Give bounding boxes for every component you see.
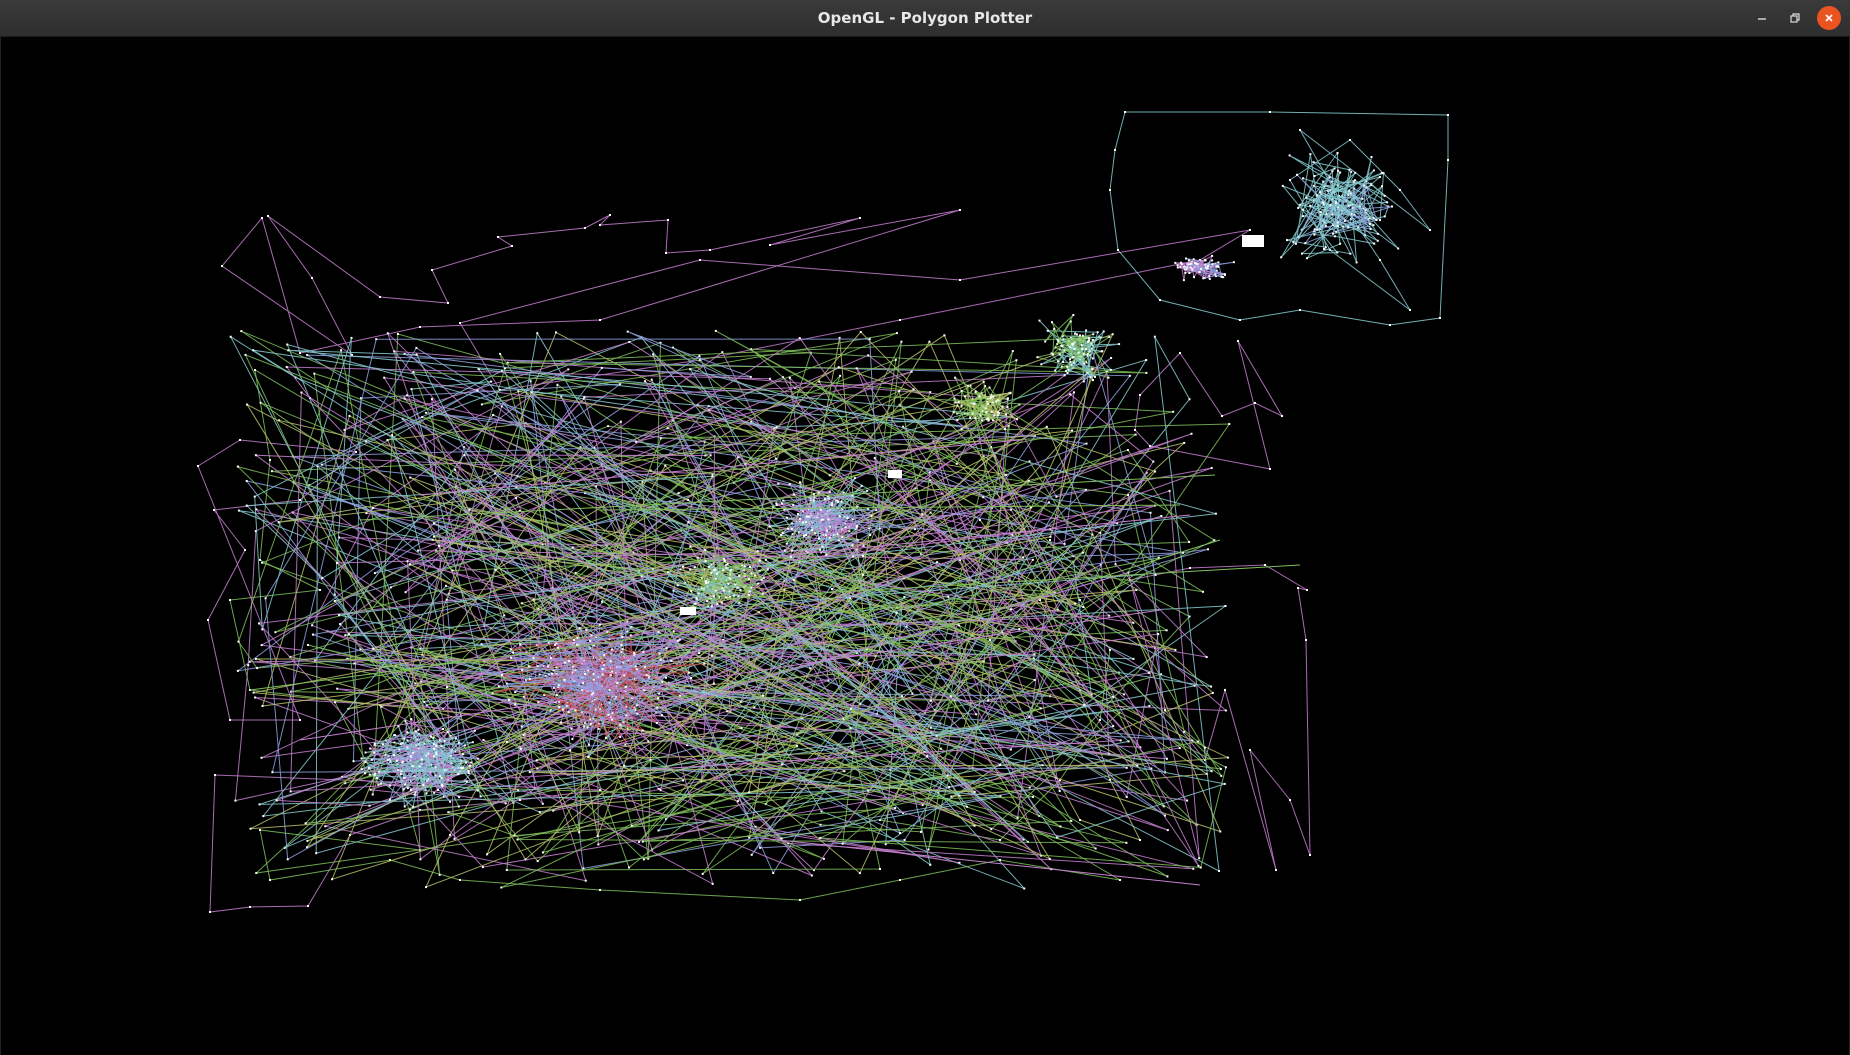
polygon-vertices — [1109, 111, 1449, 326]
maximize-button[interactable] — [1783, 6, 1807, 30]
polygon-edge — [359, 474, 1216, 521]
polygon-vertices — [497, 625, 668, 728]
polygon-vertices — [1302, 171, 1381, 264]
polygon-vertices — [264, 338, 1166, 861]
polygon-outline — [433, 336, 1220, 872]
polygon-outline — [257, 366, 1181, 868]
polygon-vertices — [952, 390, 998, 422]
window-title: OpenGL - Polygon Plotter — [817, 9, 1033, 27]
polygon-vertices — [601, 329, 1231, 828]
polygon-outline — [601, 330, 1231, 827]
polygon-edge — [899, 539, 1221, 641]
polygon-vertices — [348, 376, 1216, 889]
polygon-outline — [265, 338, 1166, 861]
polygon-outline — [667, 560, 742, 607]
polygon-vertices — [248, 341, 1189, 851]
dense-vertex-blob — [680, 607, 696, 615]
polygon-outline — [229, 335, 1029, 843]
polygon-edge — [249, 604, 891, 691]
polygon-edge — [739, 514, 1191, 561]
polygon-vertices — [1134, 340, 1283, 470]
polygon-vertices — [667, 559, 742, 608]
polygon-edge — [419, 439, 1021, 496]
polygon-outline — [229, 369, 1121, 901]
polygon-vertices — [381, 720, 479, 792]
minimize-button[interactable] — [1750, 6, 1774, 30]
polygon-outline — [334, 404, 1121, 837]
polygon-outline — [197, 439, 358, 721]
polygon-edge — [759, 837, 1201, 886]
polygon-vertices — [514, 627, 701, 729]
polygon-outline — [372, 333, 1191, 850]
close-icon — [1825, 14, 1833, 22]
dense-vertex-blob — [888, 470, 902, 478]
polygon-edge — [299, 609, 1161, 741]
polygon-vertices — [237, 349, 1056, 876]
opengl-canvas[interactable] — [0, 37, 1850, 1055]
restore-icon — [1790, 13, 1800, 23]
polygon-outline — [370, 734, 478, 803]
polygon-vertices — [1183, 259, 1226, 280]
polygon-vertices — [459, 229, 1251, 391]
polygon-outline — [1109, 111, 1449, 326]
dense-vertex-blob — [1242, 235, 1264, 247]
polygon-outline — [1035, 319, 1110, 379]
minimize-icon — [1758, 18, 1766, 20]
polygon-vertices — [1044, 314, 1091, 364]
polygon-outline — [221, 209, 961, 356]
polygon-vertices — [245, 368, 1226, 839]
polygon-edge — [699, 564, 1301, 601]
window-titlebar[interactable]: OpenGL - Polygon Plotter — [0, 0, 1850, 37]
polygon-vertices — [197, 439, 357, 721]
polygon-vertices — [1280, 153, 1379, 260]
polygon-outline — [365, 730, 472, 795]
polygon-outline — [382, 720, 479, 792]
polygon-vertices — [306, 331, 1157, 875]
polygon-plot — [197, 111, 1449, 913]
polygon-vertices — [775, 493, 865, 558]
polygon-vertices — [221, 209, 961, 356]
polygon-outline — [1134, 340, 1284, 470]
close-button[interactable] — [1817, 6, 1841, 30]
polygon-edge — [599, 504, 1181, 511]
polygon-outline — [245, 367, 1138, 889]
polygon-vertices — [260, 337, 1213, 807]
polygon-outline — [955, 386, 1001, 421]
polygon-vertices — [879, 539, 1111, 841]
